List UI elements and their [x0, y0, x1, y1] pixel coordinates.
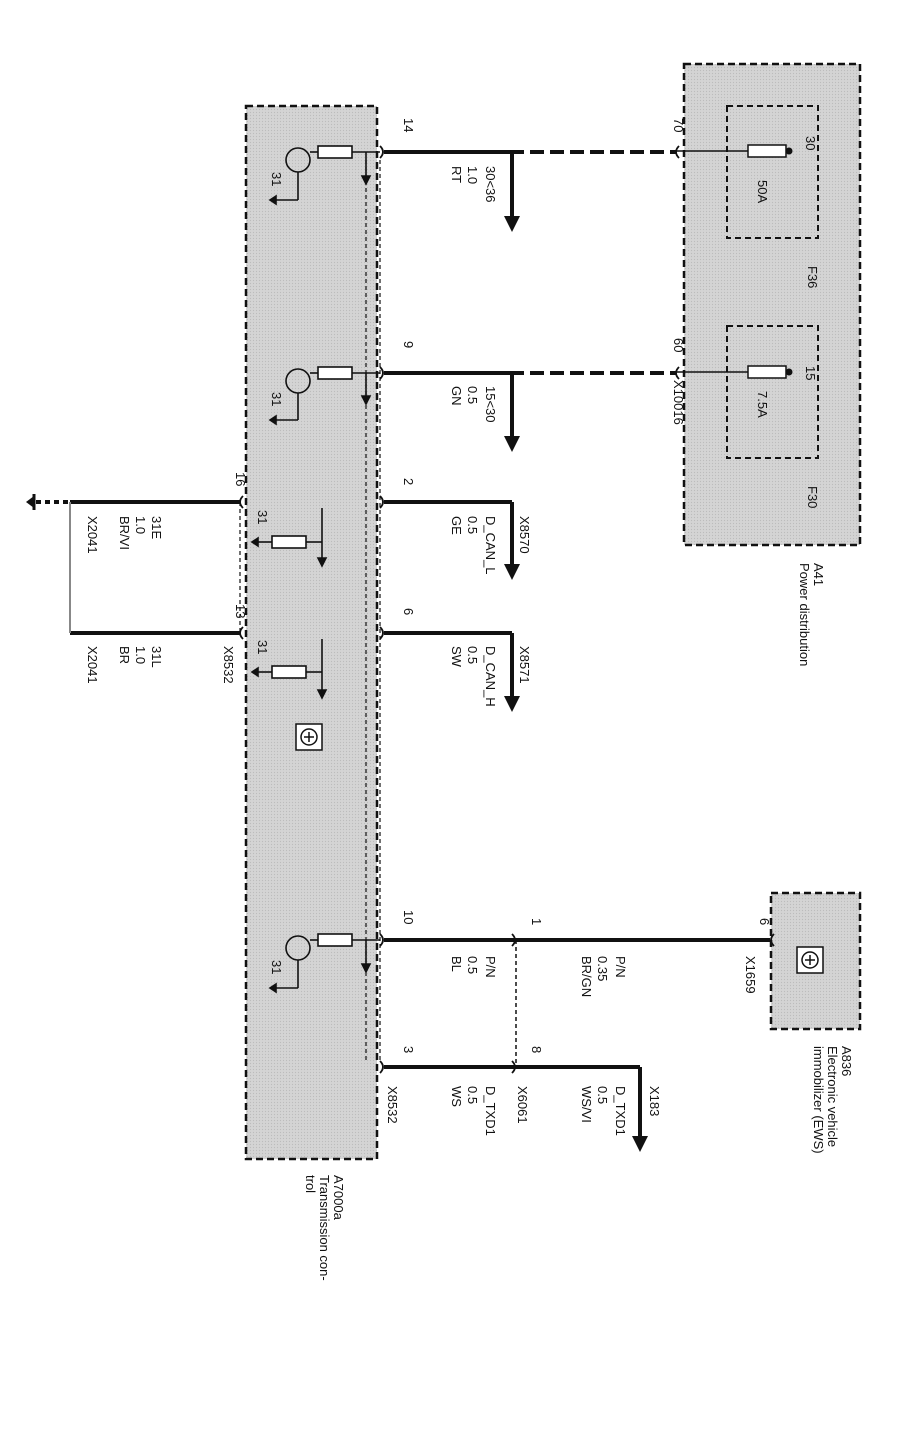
wire-13-connector: X8532	[221, 646, 236, 684]
wire-10-pin: 10	[401, 910, 416, 925]
ground-label-14: 31	[269, 172, 284, 187]
fuse-f36-pin: 70	[671, 118, 686, 133]
wire-6-connector: X8571	[517, 646, 532, 684]
wire-10-size: 0.5	[465, 956, 480, 975]
ews-pin: 6	[757, 918, 772, 926]
wire-16	[26, 494, 240, 510]
ews-control-unit-icon	[796, 946, 824, 974]
fuse-f30-id: F30	[805, 486, 820, 509]
wire-6	[384, 631, 520, 712]
wire-8-color: WS/VI	[579, 1086, 594, 1123]
wire-10-color: BL	[449, 956, 464, 972]
wire-16-color: BR/VI	[117, 516, 132, 550]
transistor-stage-14	[268, 145, 380, 206]
ews-connector: X1659	[743, 956, 758, 994]
wire-13-size: 1.0	[133, 646, 148, 665]
wire-1-color: BR/GN	[579, 956, 594, 998]
wire-8-size: 0.5	[595, 1086, 610, 1105]
fuse-f36-terminal: 30	[803, 136, 818, 151]
wire-16-pin: 16	[233, 472, 248, 487]
connector-marks	[239, 145, 775, 1074]
ground-label-can-h: 31	[255, 640, 270, 655]
transistor-stage-10	[268, 933, 380, 994]
fuse-f36-id: F36	[805, 266, 820, 289]
can-resistor-h	[250, 639, 328, 700]
wire-14-signal: 30<36	[483, 166, 498, 203]
ground-label-10: 31	[269, 960, 284, 975]
ews-name-2: immobilizer (EWS)	[811, 1046, 826, 1154]
wire-13-connector-2: X2041	[85, 646, 100, 684]
wire-1-signal: P/N	[613, 956, 628, 978]
wire-16-connector: X2041	[85, 516, 100, 554]
wire-3	[384, 940, 648, 1152]
power-distribution-name: Power distribution	[797, 563, 812, 667]
power-distribution-box	[682, 62, 862, 547]
wire-14-color: RT	[449, 166, 464, 184]
ews-id: A836	[839, 1046, 854, 1077]
transmission-control-name-1: Transmission con-	[317, 1175, 332, 1281]
wire-3-connector: X8532	[385, 1086, 400, 1124]
transmission-control-box	[244, 104, 379, 1161]
wire-2-color: GE	[449, 516, 464, 535]
wire-2-signal: D_CAN_L	[483, 516, 498, 575]
transmission-control-name-2: trol	[303, 1175, 318, 1194]
wire-6-color: SW	[449, 646, 464, 667]
wire-3-pin: 3	[401, 1046, 416, 1054]
wire-16-signal: 31E	[149, 516, 164, 540]
wire-2-connector: X8570	[517, 516, 532, 554]
wire-3-size: 0.5	[465, 1086, 480, 1105]
fuse-f30	[676, 365, 793, 379]
wire-1-pin: 1	[529, 918, 544, 926]
can-resistor-l	[250, 508, 328, 568]
wire-1-size: 0.35	[595, 956, 610, 982]
wire-9-size: 0.5	[465, 386, 480, 405]
wire-8-pin: 8	[529, 1046, 544, 1054]
wire-10-signal: P/N	[483, 956, 498, 978]
fuse-f30-connector: X10016	[671, 380, 686, 425]
wire-6-signal: D_CAN_H	[483, 646, 498, 707]
fuse-f36-box	[726, 105, 819, 239]
wire-3-signal: D_TXD1	[483, 1086, 498, 1136]
wire-9-signal: 15<30	[483, 386, 498, 423]
wire-2-pin: 2	[401, 478, 416, 486]
fuse-f30-terminal: 15	[803, 366, 818, 381]
wire-14-size: 1.0	[465, 166, 480, 185]
wire-3-color: WS	[449, 1086, 464, 1107]
wire-2-size: 0.5	[465, 516, 480, 535]
ground-label-can-l: 31	[255, 510, 270, 525]
control-unit-icon	[295, 723, 323, 751]
wire-9-color: GN	[449, 386, 464, 406]
wire-13-pin: 13	[233, 604, 248, 619]
wire-14	[384, 150, 676, 232]
fuse-f36-rating: 50A	[755, 180, 770, 204]
internal-lines	[239, 160, 381, 1060]
wire-6-size: 0.5	[465, 646, 480, 665]
wire-13-signal: 31L	[149, 646, 164, 668]
wire-9-pin: 9	[401, 341, 416, 349]
wire-6-pin: 6	[401, 608, 416, 616]
fuse-f36	[676, 144, 793, 158]
ews-name-1: Electronic vehicle	[825, 1046, 840, 1148]
wire-13-color: BR	[117, 646, 132, 665]
wire-9	[384, 371, 676, 452]
wire-8-signal: D_TXD1	[613, 1086, 628, 1136]
fuse-f30-pin: 60	[671, 338, 686, 353]
fuse-f30-box	[726, 325, 819, 459]
power-distribution-id: A41	[811, 563, 826, 587]
wire-8-connector: X6061	[515, 1086, 530, 1124]
wire-2	[384, 500, 520, 580]
transistor-stage-9	[268, 366, 380, 426]
fuse-f30-rating: 7.5A	[755, 391, 770, 418]
ground-label-9: 31	[269, 392, 284, 407]
wire-13	[69, 502, 240, 635]
transmission-control-id: A7000a	[331, 1175, 346, 1220]
wire-8-connector-2: X183	[647, 1086, 662, 1117]
wire-14-pin: 14	[401, 118, 416, 133]
wire-16-size: 1.0	[133, 516, 148, 535]
